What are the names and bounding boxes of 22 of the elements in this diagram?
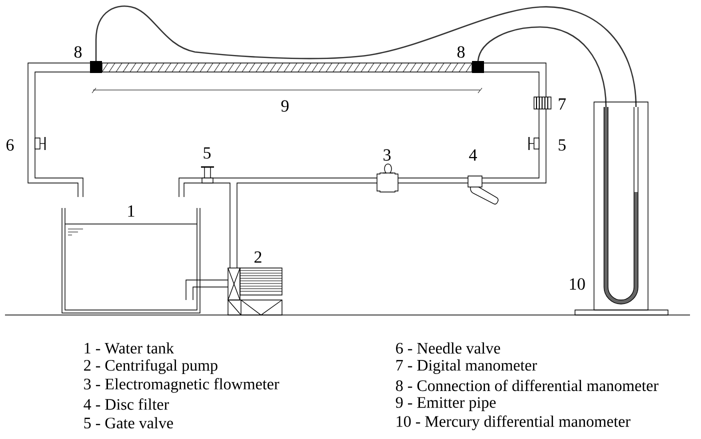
callout-number: 8: [74, 46, 82, 58]
key-entry: 2 - Centrifugal pump: [84, 359, 218, 374]
key-entry: 4 - Disc filter: [84, 398, 169, 410]
callout-number: 4: [469, 149, 477, 161]
callout-number: 9: [281, 100, 289, 112]
callout-number: 8: [457, 46, 465, 58]
callout-number: 5: [558, 139, 566, 151]
key-entry: 5 - Gate valve: [84, 417, 173, 428]
callout-number: 7: [558, 98, 566, 110]
callout-number: 2: [254, 251, 262, 263]
key-entry: 8 - Connection of differential manometer: [396, 380, 658, 392]
callout-number: 1: [128, 205, 134, 217]
callout-number: 3: [384, 149, 391, 161]
key-entry: 1 - Water tank: [84, 342, 174, 354]
key-entry: 6 - Needle valve: [396, 342, 500, 354]
key-entry: 3 - Electromagnetic flowmeter: [84, 378, 280, 393]
callout-number: 6: [6, 139, 14, 151]
key-entry: 10 - Mercury differential manometer: [396, 415, 630, 430]
callout-number: 10: [570, 278, 585, 290]
callout-number: 5: [204, 147, 211, 159]
key-entry: 9 - Emitter pipe: [396, 397, 496, 412]
key-entry: 7 - Digital manometer: [396, 359, 537, 374]
